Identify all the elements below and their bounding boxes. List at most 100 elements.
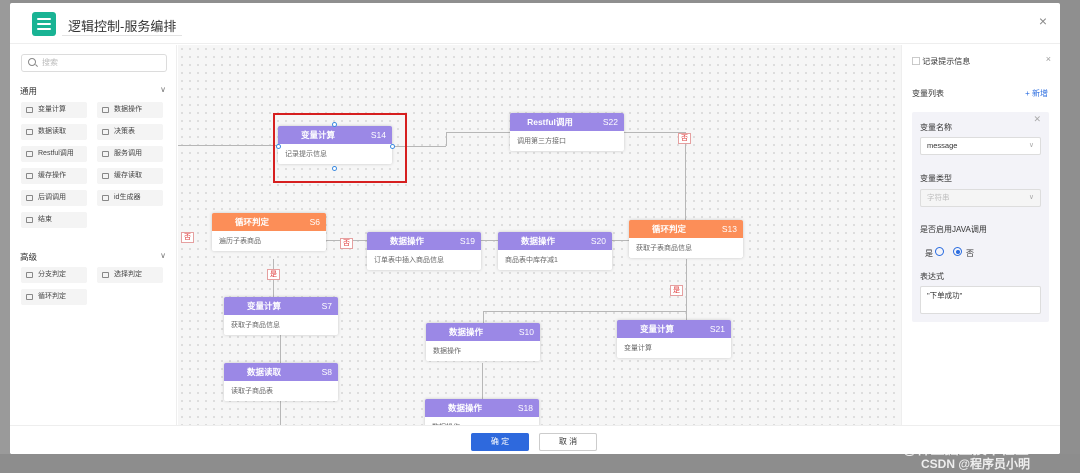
palette-item[interactable]: Restful调用 bbox=[21, 146, 87, 162]
database-icon bbox=[26, 129, 33, 135]
palette-item[interactable]: 服务调用 bbox=[97, 146, 163, 162]
node-desc: 数据操作 bbox=[433, 348, 461, 355]
palette-item-label: 缓存操作 bbox=[38, 172, 66, 179]
resize-handle[interactable] bbox=[276, 144, 281, 149]
node-title: 循环判定 bbox=[234, 217, 269, 227]
node-title: 数据操作 bbox=[447, 403, 482, 413]
palette-item-label: 结束 bbox=[38, 216, 52, 223]
node-palette: 搜索 通用∨ 变量计算 数据操作 数据读取 决策表 Restful调用 服务调用… bbox=[10, 45, 177, 425]
flow-node-s7[interactable]: 变量计算 S7 获取子商品信息 bbox=[224, 297, 338, 335]
node-desc: 遍历子表商品 bbox=[219, 238, 261, 245]
node-header: 变量计算 S7 bbox=[224, 297, 338, 315]
section-common[interactable]: 通用∨ bbox=[20, 85, 166, 97]
panel-close-icon[interactable]: × bbox=[1045, 54, 1051, 64]
node-desc: 变量计算 bbox=[624, 345, 652, 352]
palette-item[interactable]: 结束 bbox=[21, 212, 87, 228]
java-no-radio[interactable] bbox=[953, 247, 962, 256]
chevron-down-icon: ∨ bbox=[1028, 142, 1034, 149]
node-id: S7 bbox=[321, 301, 332, 311]
palette-item[interactable]: 后调调用 bbox=[21, 190, 87, 206]
node-header: 数据操作 S18 bbox=[425, 399, 539, 417]
palette-item[interactable]: id生成器 bbox=[97, 190, 163, 206]
node-id: S19 bbox=[459, 236, 475, 246]
palette-item[interactable]: 缓存读取 bbox=[97, 168, 163, 184]
java-yes-radio[interactable] bbox=[935, 247, 944, 256]
confirm-button[interactable]: 确 定 bbox=[471, 433, 529, 451]
section-advanced[interactable]: 高级∨ bbox=[20, 251, 166, 263]
search-icon bbox=[28, 58, 36, 66]
palette-item-label: 服务调用 bbox=[114, 150, 142, 157]
palette-item[interactable]: 分支判定 bbox=[21, 267, 87, 283]
node-desc: 获取子表商品信息 bbox=[636, 245, 692, 252]
close-icon[interactable]: × bbox=[1038, 13, 1047, 29]
node-desc: 调用第三方接口 bbox=[517, 138, 566, 145]
select-icon bbox=[102, 272, 109, 278]
palette-item-label: 变量计算 bbox=[38, 106, 66, 113]
calc-icon bbox=[26, 107, 33, 113]
connector bbox=[178, 145, 278, 146]
resize-handle[interactable] bbox=[332, 166, 337, 171]
callback-icon bbox=[26, 195, 33, 201]
panel-title: ▢ 记录提示信息 bbox=[912, 57, 971, 66]
chevron-down-icon: ∨ bbox=[1028, 194, 1034, 201]
node-id: S8 bbox=[321, 367, 332, 377]
node-title: 循环判定 bbox=[651, 224, 686, 234]
cancel-button[interactable]: 取 消 bbox=[539, 433, 597, 451]
add-variable-button[interactable]: + 新增 bbox=[1025, 89, 1048, 98]
var-name-select[interactable]: message ∨ bbox=[920, 137, 1041, 155]
connector bbox=[483, 311, 686, 312]
dialog-title: 逻辑控制-服务编排 bbox=[68, 19, 177, 34]
loop-icon bbox=[26, 294, 33, 300]
search-input[interactable]: 搜索 bbox=[21, 54, 167, 72]
node-desc: 获取子商品信息 bbox=[231, 322, 280, 329]
palette-item[interactable]: 数据读取 bbox=[21, 124, 87, 140]
service-orchestration-dialog: 逻辑控制-服务编排 × 搜索 通用∨ 变量计算 数据操作 数据读取 决策表 Re… bbox=[10, 3, 1060, 454]
var-name-value: message bbox=[927, 141, 958, 150]
palette-item-label: 数据操作 bbox=[114, 106, 142, 113]
branch-tag-no: 否 bbox=[340, 238, 353, 249]
node-title: 数据操作 bbox=[389, 236, 424, 246]
palette-item[interactable]: 变量计算 bbox=[21, 102, 87, 118]
connector bbox=[446, 132, 510, 133]
palette-item[interactable]: 缓存操作 bbox=[21, 168, 87, 184]
var-type-select[interactable]: 字符串∨ bbox=[920, 189, 1041, 207]
node-desc: 订单表中插入商品信息 bbox=[374, 257, 444, 264]
variable-card: ✕ 变量名称 message∨ 变量类型 字符串∨ 是否启用JAVA调用 是 否… bbox=[912, 112, 1049, 322]
node-id: S20 bbox=[590, 236, 606, 246]
remove-variable-icon[interactable]: ✕ bbox=[1033, 114, 1041, 124]
dialog-footer: 确 定 取 消 bbox=[10, 425, 1060, 454]
palette-item[interactable]: 决策表 bbox=[97, 124, 163, 140]
palette-item[interactable]: 选择判定 bbox=[97, 267, 163, 283]
var-name-label: 变量名称 bbox=[920, 123, 952, 132]
flow-node-s19[interactable]: 数据操作 S19 订单表中插入商品信息 bbox=[367, 232, 481, 270]
flow-node-s18[interactable]: 数据操作 S18数据操作 bbox=[425, 399, 539, 425]
selection-highlight bbox=[273, 113, 407, 183]
section-common-label: 通用 bbox=[20, 86, 38, 96]
node-id: S18 bbox=[517, 403, 533, 413]
palette-item-label: 后调调用 bbox=[38, 194, 66, 201]
palette-item[interactable]: 数据操作 bbox=[97, 102, 163, 118]
expression-textarea[interactable]: "下单成功" bbox=[920, 286, 1041, 314]
resize-handle[interactable] bbox=[390, 144, 395, 149]
node-desc: 记录提示信息 bbox=[285, 151, 327, 158]
connector bbox=[482, 363, 483, 399]
resize-handle[interactable] bbox=[332, 122, 337, 127]
node-title: 变量计算 bbox=[246, 301, 281, 311]
node-id: S21 bbox=[709, 324, 725, 334]
section-advanced-label: 高级 bbox=[20, 252, 38, 262]
connector bbox=[392, 146, 446, 147]
palette-item[interactable]: 循环判定 bbox=[21, 289, 87, 305]
java-no-label: 否 bbox=[966, 249, 974, 258]
